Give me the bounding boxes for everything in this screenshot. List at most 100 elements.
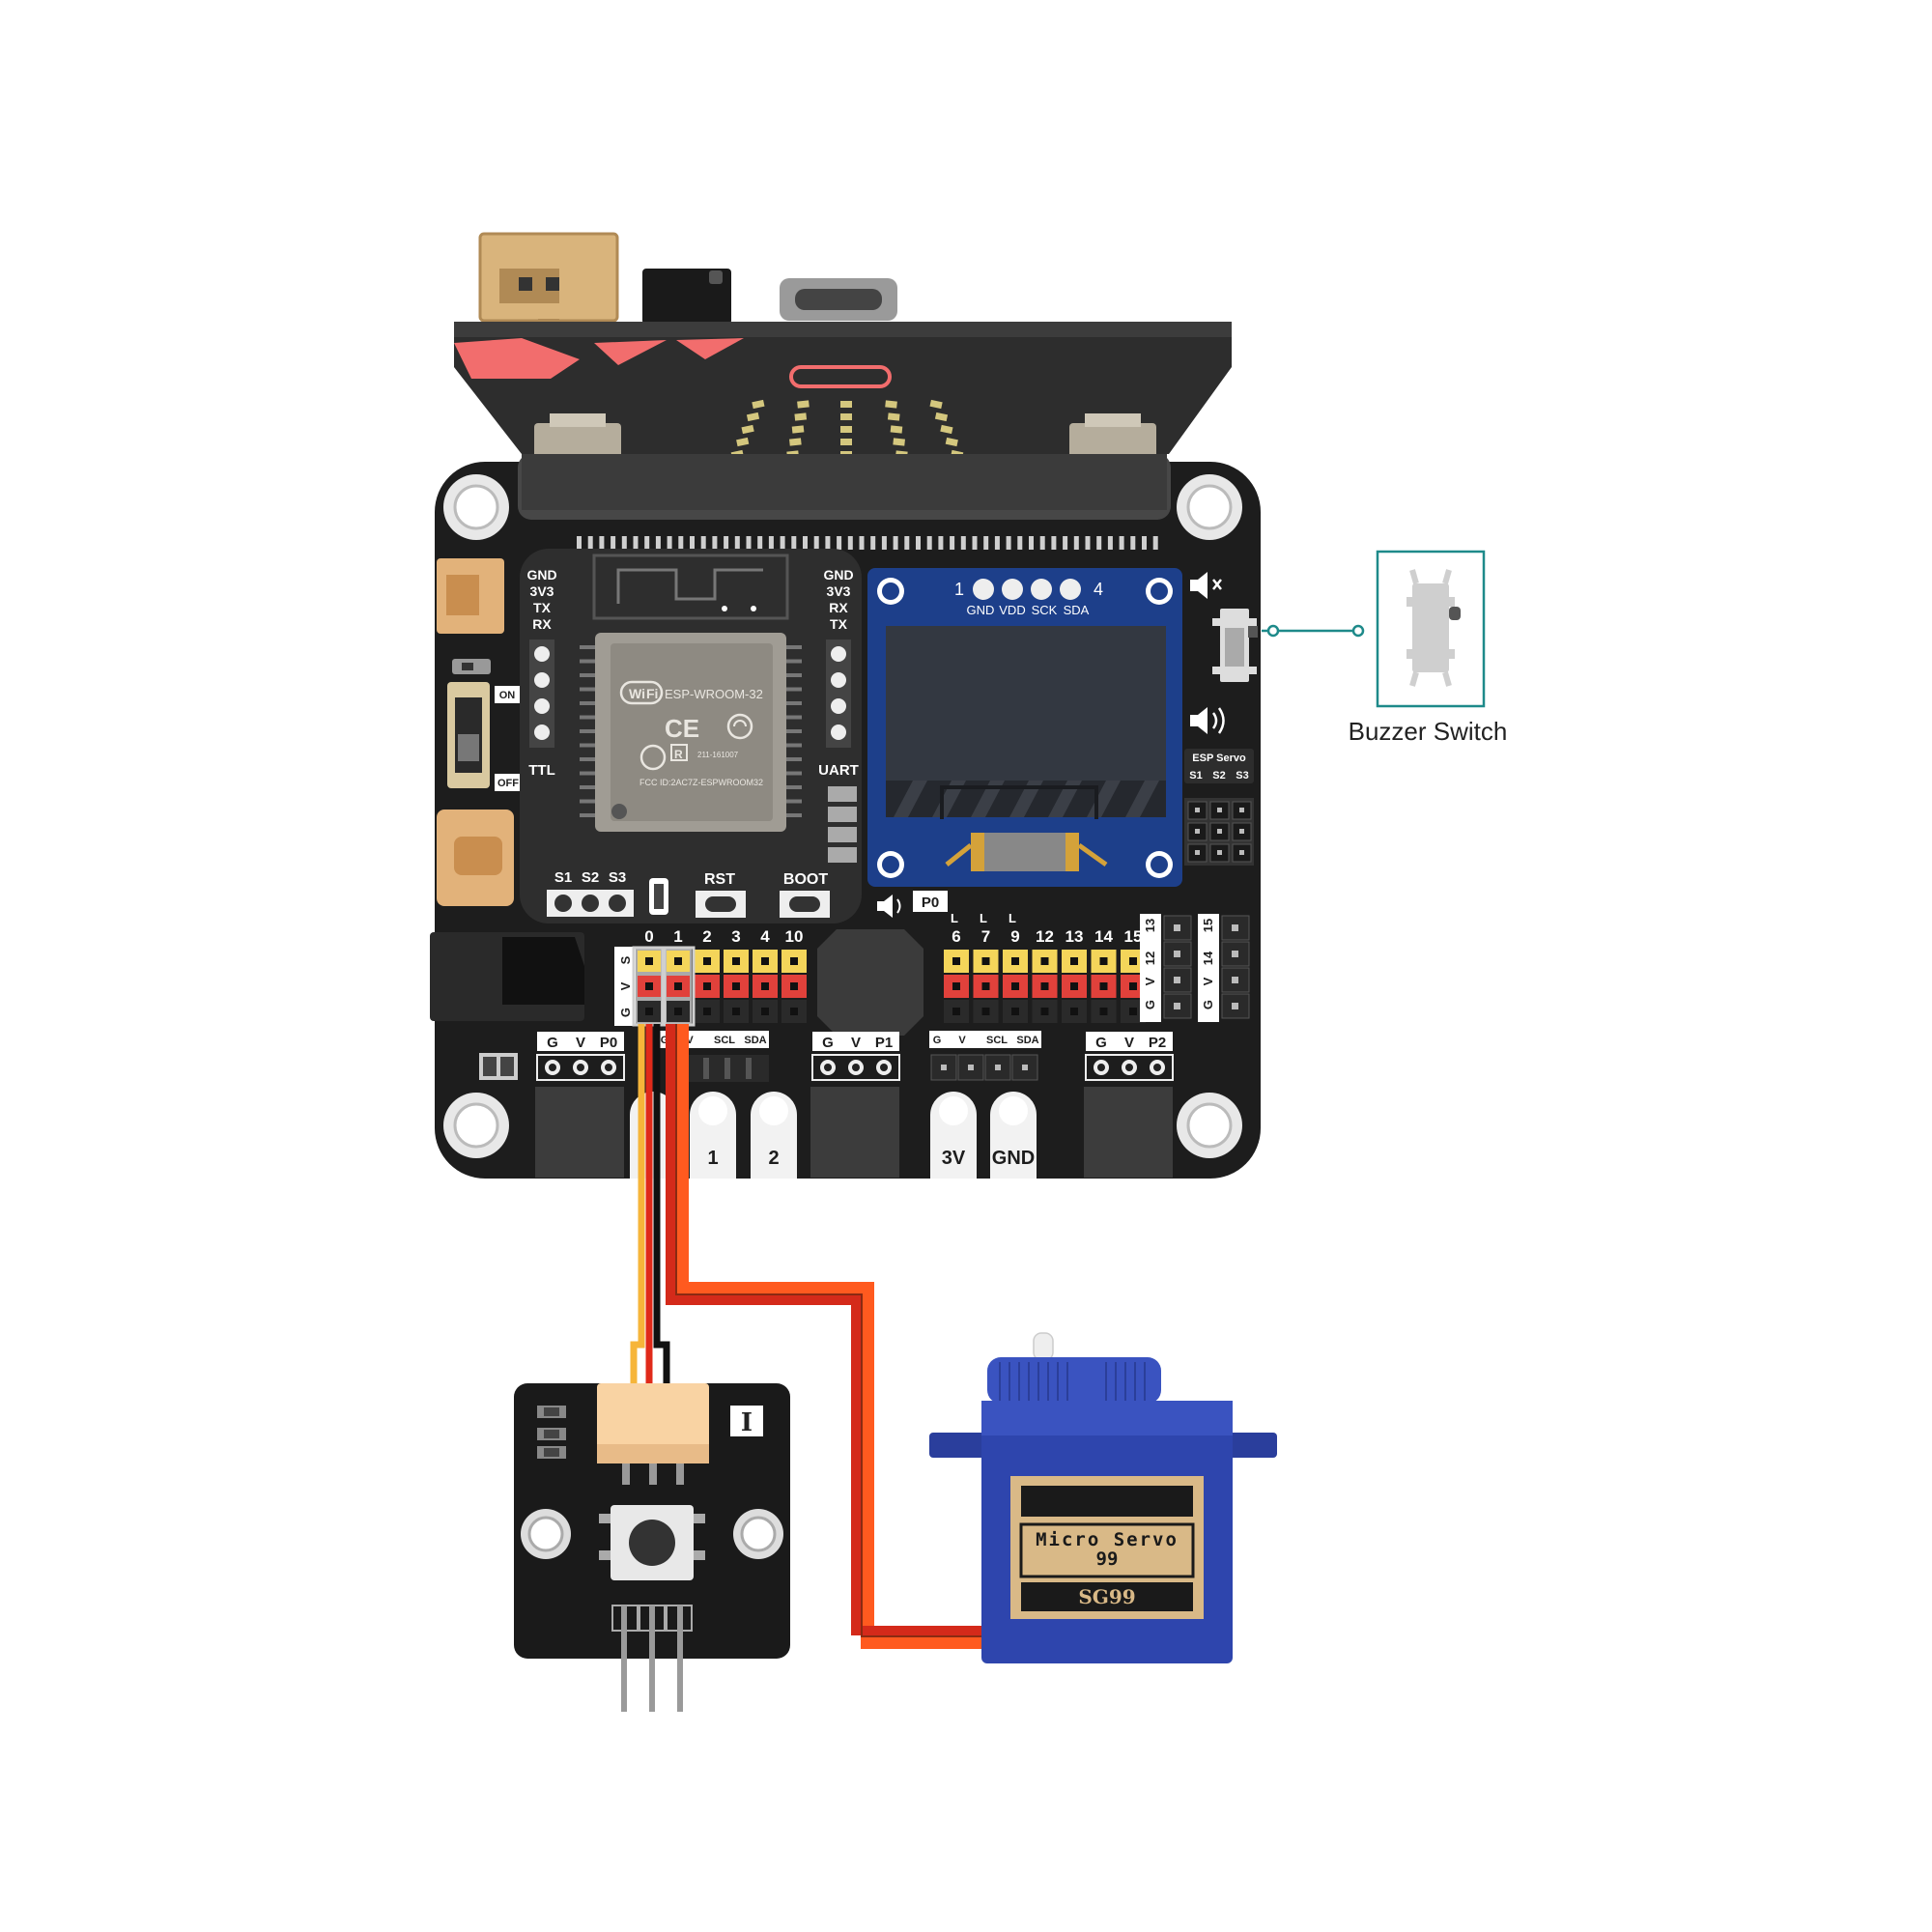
wifi-logo-wi: Wi <box>629 686 645 701</box>
esp-pin <box>580 729 595 733</box>
led <box>840 439 852 445</box>
left-header-number: 1 <box>673 927 682 946</box>
pin-dot <box>1232 951 1238 957</box>
esp-pin <box>580 799 595 804</box>
side-header-number: 15 <box>1201 919 1215 932</box>
button-wire-black-overlay <box>653 1024 670 1391</box>
left-header-number: 3 <box>731 927 740 946</box>
esp-servo-pin-dot <box>1195 850 1200 855</box>
uart-pin-label: GND <box>823 567 853 582</box>
grove-label: G <box>822 1035 834 1051</box>
edge-finger <box>611 536 616 550</box>
pin-hole <box>1070 1008 1078 1015</box>
pin-hole <box>1099 957 1108 965</box>
edge-finger <box>655 536 661 550</box>
pin-hole <box>732 957 740 965</box>
right-header-number: 15 <box>1124 927 1143 946</box>
led <box>929 399 943 410</box>
grove-label: P0 <box>600 1035 617 1051</box>
wires-overlay <box>630 1024 995 1649</box>
s-pin-label: S3 <box>609 869 626 886</box>
pin-dot <box>1174 924 1180 931</box>
edge-finger <box>870 536 876 550</box>
edge-finger <box>1017 536 1023 550</box>
uart-pin-label: TX <box>830 616 848 632</box>
grove-label: V <box>1124 1035 1134 1051</box>
edge-finger <box>587 536 593 550</box>
esp-pin <box>580 687 595 692</box>
r-mark: R <box>674 748 683 761</box>
led <box>746 412 760 422</box>
mute-icon <box>1190 572 1222 599</box>
pin-dot <box>1232 977 1238 983</box>
grove-label: V <box>851 1035 861 1051</box>
oled-ribbon <box>971 833 1079 871</box>
pin-dot <box>724 1058 730 1079</box>
esp-pin <box>786 659 802 664</box>
side-header-row-label: V <box>1201 977 1215 985</box>
pin-hole <box>981 1008 990 1015</box>
pin-dot <box>703 1058 709 1079</box>
led <box>890 425 903 434</box>
esp-pin <box>580 659 595 664</box>
pin-hole <box>732 982 740 990</box>
edge-finger <box>916 536 921 550</box>
edge-finger <box>904 536 910 550</box>
edge-connector-slot <box>577 536 1158 550</box>
s-pin-label: S1 <box>554 869 572 886</box>
led <box>945 437 958 447</box>
side-header-row-label: 12 <box>1143 952 1157 965</box>
grove-socket <box>1084 1087 1173 1178</box>
esp-pin <box>786 813 802 817</box>
pin-hole <box>1129 1008 1137 1015</box>
edge-pad-hole <box>698 1096 727 1125</box>
uart-pin-label: RX <box>829 600 848 615</box>
side-header-number: 13 <box>1143 919 1157 932</box>
oled-pin-label: GND <box>967 603 995 617</box>
edge-finger <box>633 536 639 550</box>
edge-pad-hole <box>939 1096 968 1125</box>
pin-hole <box>1011 982 1019 990</box>
edge-finger <box>700 536 706 550</box>
buzzer-switch-label: Buzzer Switch <box>1349 717 1508 746</box>
esp-pin <box>786 715 802 720</box>
esp-pin <box>580 785 595 789</box>
p0-speaker-label: P0 <box>922 895 939 911</box>
i2c-label: SDA <box>1016 1035 1038 1046</box>
esp-pin <box>786 645 802 649</box>
edge-finger <box>667 536 672 550</box>
led <box>789 438 802 446</box>
esp-pin <box>580 771 595 776</box>
right-header-number: 6 <box>952 927 960 946</box>
led <box>791 425 805 434</box>
ttl-pin <box>534 724 550 740</box>
button-module: I <box>514 1383 790 1712</box>
pin-hole <box>674 982 682 990</box>
edge-finger <box>994 536 1000 550</box>
esp-servo-pin-dot <box>1239 808 1244 812</box>
edge-finger <box>960 536 966 550</box>
edge-finger <box>1039 536 1045 550</box>
edge-finger <box>1119 536 1124 550</box>
grove-label-bg <box>537 1032 624 1051</box>
pin-hole <box>790 957 798 965</box>
edge-finger <box>712 536 718 550</box>
oled-pin-4: 4 <box>1094 580 1103 599</box>
button-wire-yellow-overlay <box>630 1024 645 1391</box>
esp-pin <box>580 701 595 705</box>
servo-wire-brown-overlay <box>675 1024 995 1637</box>
pin-dot <box>968 1065 974 1070</box>
servo-label-line2: 99 <box>1096 1548 1119 1570</box>
esp-pin <box>786 687 802 692</box>
pin-hole <box>1040 982 1049 990</box>
i2c-label: V <box>958 1035 966 1046</box>
edge-finger <box>746 536 752 550</box>
edge-finger <box>813 536 819 550</box>
microbit-accent <box>454 338 580 379</box>
led <box>934 412 949 422</box>
edge-finger <box>791 536 797 550</box>
servo-wire-orange-overlay <box>675 1024 995 1649</box>
